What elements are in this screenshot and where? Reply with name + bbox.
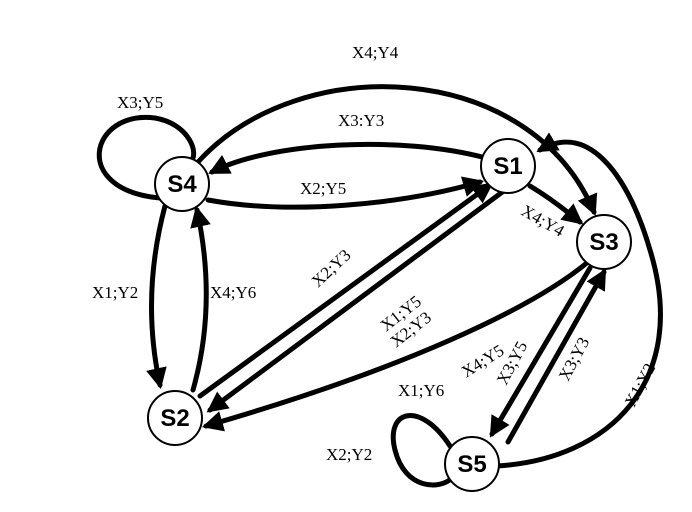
label-s1-s4: X3:Y3 [338,111,384,130]
label-s2-s4: X4;Y6 [210,283,256,302]
state-s5: S5 [444,436,500,492]
edge-s2-to-s4 [190,205,211,393]
edge-s1-to-s2 [206,187,508,413]
edge-s2-to-s1 [197,182,494,399]
label-s4-s1: X2;Y5 [300,179,346,198]
state-s1: S1 [480,138,536,194]
state-s3: S3 [576,214,632,270]
label-s5-s3: X3;Y3 [555,334,594,384]
label-s2-s1: X2;Y3 [308,245,355,290]
edge-s3-to-s2 [201,259,591,432]
state-s4-label: S4 [167,171,197,198]
label-s5-self-b: X2;Y2 [326,445,372,464]
edge-s4-to-s3 [195,84,598,216]
edge-s5-self-loop [390,413,455,488]
edge-s4-self-loop [96,114,197,201]
label-s5-s1: X1;Y2 [621,360,660,410]
label-s4-self: X3;Y5 [117,93,163,112]
state-s1-label: S1 [493,153,522,180]
edge-s4-to-s2 [146,203,168,390]
edge-s5-to-s1 [493,132,663,469]
state-s5-label: S5 [457,451,486,478]
state-s2-label: S2 [160,405,189,432]
label-s4-s3: X4;Y4 [352,43,399,62]
edge-s4-to-s1 [205,176,485,210]
state-s2: S2 [147,390,203,446]
state-s3-label: S3 [589,229,618,256]
label-s5-self-a: X1;Y6 [398,381,444,400]
state-s4: S4 [154,156,210,212]
label-s4-s2: X1;Y2 [92,283,138,302]
edge-s5-to-s3 [505,268,607,445]
edge-s1-to-s3 [527,183,584,225]
edge-s1-to-s4 [208,141,489,175]
edge-s3-to-s5 [489,265,593,438]
